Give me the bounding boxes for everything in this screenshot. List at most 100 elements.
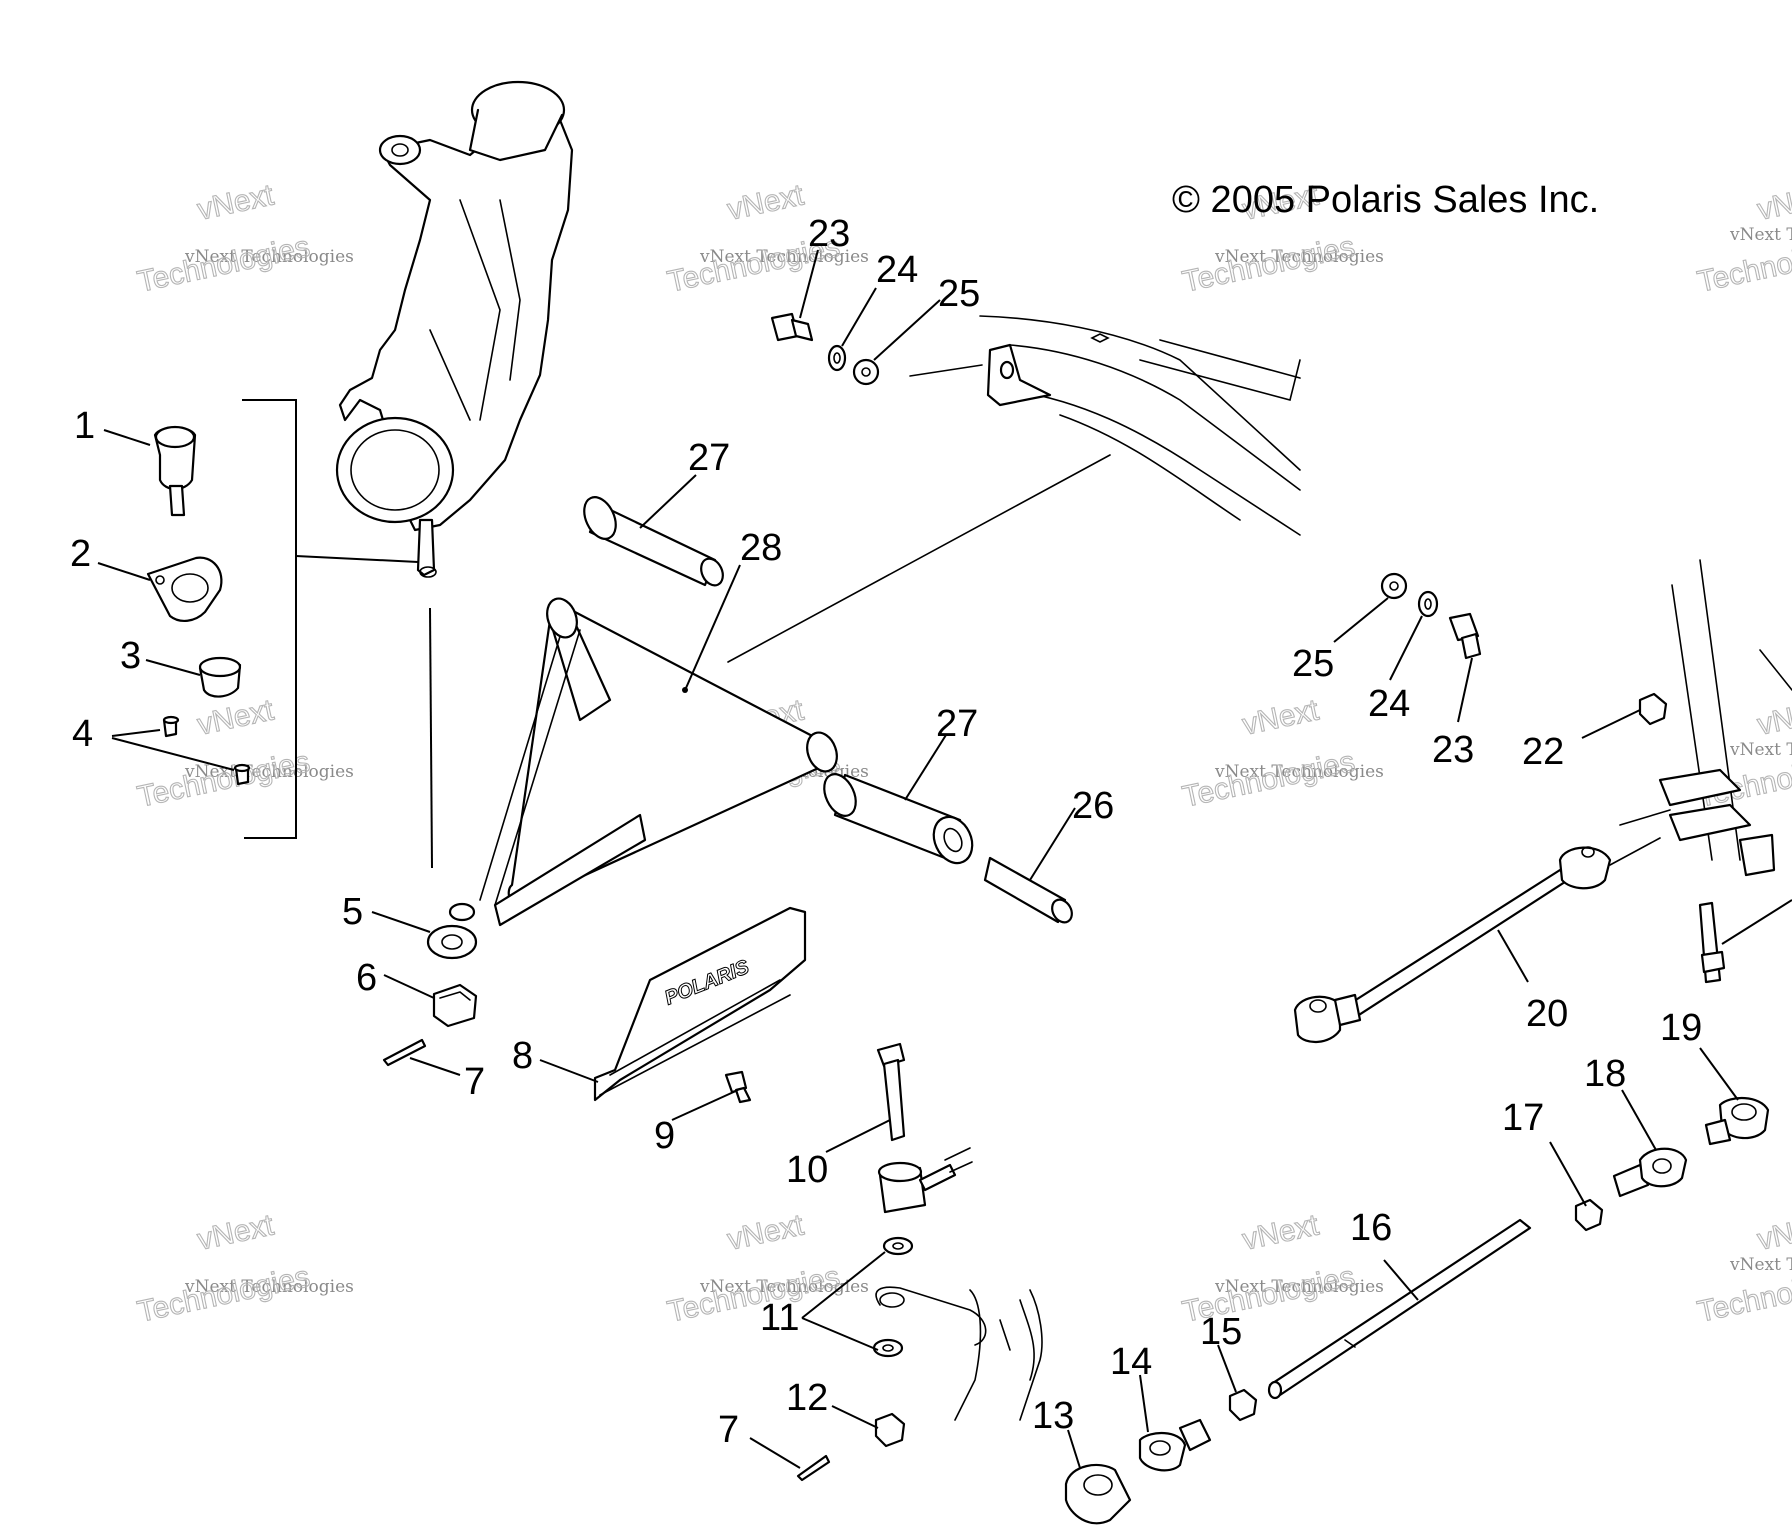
callout-7: 7 — [718, 1409, 739, 1451]
svg-text:Technologies: Technologies — [1180, 230, 1358, 299]
svg-text:vNext: vNext — [195, 693, 278, 741]
rod-end-outer — [1064, 1429, 1132, 1525]
svg-text:vNext Technologies: vNext Technologies — [184, 1277, 354, 1297]
svg-text:vNext Technologies: vNext Technologies — [699, 247, 869, 267]
callout-8: 8 — [512, 1035, 533, 1077]
callout-1: 1 — [74, 405, 95, 447]
callout-23: 23 — [808, 213, 850, 255]
grease-fitting — [111, 715, 251, 786]
svg-text:vNext: vNext — [1240, 1208, 1323, 1256]
svg-text:Technologies: Technologies — [135, 745, 313, 814]
callout-10: 10 — [786, 1149, 828, 1191]
lock-washer — [827, 287, 877, 372]
ball-joint-kit-bracket — [242, 399, 419, 839]
callout-19: 19 — [1660, 1007, 1702, 1049]
svg-text:vNext Technologies: vNext Technologies — [699, 1277, 869, 1297]
tie-rod-assembly — [1293, 837, 1661, 1043]
steering-post — [1619, 559, 1792, 877]
callout-28: 28 — [740, 527, 782, 569]
svg-text:vNext: vNext — [725, 1208, 808, 1256]
watermark: vNext vNext Technologies Technologies — [1694, 1208, 1792, 1329]
retaining-plate — [97, 556, 223, 622]
svg-text:Technologies: Technologies — [1180, 745, 1358, 814]
svg-text:vNext Technologies: vNext Technologies — [1214, 762, 1384, 782]
frame-bolt — [770, 249, 819, 342]
callout-9: 9 — [654, 1115, 675, 1157]
callout-17: 17 — [1502, 1097, 1544, 1139]
callout-12: 12 — [786, 1377, 828, 1419]
dust-boot — [145, 656, 242, 698]
pivot-sleeve — [983, 807, 1076, 924]
washer-pair — [801, 1236, 914, 1358]
svg-text:vNext: vNext — [725, 178, 808, 226]
watermark: vNext vNext Technologies Technologies — [1694, 178, 1792, 299]
callout-15: 15 — [1200, 1311, 1242, 1353]
svg-text:vNext: vNext — [195, 178, 278, 226]
callout-6: 6 — [356, 957, 377, 999]
tie-rod-nut — [1581, 692, 1668, 739]
svg-text:vNext Technologies: vNext Technologies — [1729, 740, 1792, 760]
lock-washer — [1389, 590, 1439, 681]
flat-washer — [1333, 572, 1408, 643]
callout-24: 24 — [876, 249, 918, 291]
shock-bolt — [825, 1042, 906, 1153]
a-arm-guard: POLARIS — [539, 906, 807, 1102]
callout-7: 7 — [464, 1061, 485, 1103]
a-arm — [426, 564, 838, 960]
callout-14: 14 — [1110, 1341, 1152, 1383]
svg-text:vNext Technologies: vNext Technologies — [1214, 247, 1384, 267]
callout-labels: 1 2 3 4 5 6 7 8 9 10 11 12 7 13 14 15 16… — [70, 213, 1702, 1451]
svg-text:vNext Technologies: vNext Technologies — [1729, 225, 1792, 245]
svg-text:vNext: vNext — [1755, 1208, 1792, 1256]
watermark: vNext vNext Technologies Technologies — [134, 693, 354, 814]
svg-text:vNext Technologies: vNext Technologies — [184, 247, 354, 267]
svg-text:Technologies: Technologies — [665, 1260, 843, 1329]
callout-16: 16 — [1350, 1207, 1392, 1249]
rod-end-outer — [1699, 1047, 1770, 1146]
castle-nut — [383, 974, 478, 1028]
jam-nut — [1217, 1344, 1258, 1422]
svg-text:vNext: vNext — [1755, 178, 1792, 226]
jam-nut — [1549, 1141, 1604, 1232]
watermark: vNext vNext Technologies Technologies — [134, 178, 354, 299]
watermark: vNext vNext Technologies Technologies — [134, 1208, 354, 1329]
callout-22: 22 — [1522, 731, 1564, 773]
callout-23: 23 — [1432, 729, 1474, 771]
svg-text:vNext Technologies: vNext Technologies — [1729, 1255, 1792, 1275]
callout-27: 27 — [936, 703, 978, 745]
shock-lower-eye — [877, 1147, 973, 1214]
callout-20: 20 — [1526, 993, 1568, 1035]
frame-bolt — [1448, 612, 1482, 723]
pivot-bushing-upper — [583, 474, 724, 587]
ball-joint — [103, 425, 197, 517]
svg-text:vNext: vNext — [1755, 693, 1792, 741]
callout-2: 2 — [70, 533, 91, 575]
callout-25: 25 — [1292, 643, 1334, 685]
cotter-pin — [382, 1038, 461, 1076]
flat-washer — [852, 299, 941, 386]
callout-11: 11 — [760, 1297, 799, 1339]
svg-text:Technologies: Technologies — [135, 230, 313, 299]
frame-crossmember — [727, 315, 1301, 663]
svg-text:vNext: vNext — [1240, 693, 1323, 741]
callout-13: 13 — [1032, 1395, 1074, 1437]
cotter-pin — [749, 1437, 831, 1482]
callout-27: 27 — [688, 437, 730, 479]
copyright-notice: © 2005 Polaris Sales Inc. — [1172, 179, 1599, 221]
tie-rod — [1267, 1218, 1532, 1400]
lock-nut — [831, 1405, 906, 1448]
callout-4: 4 — [72, 713, 93, 755]
pivot-bushing-lower — [823, 734, 974, 865]
callout-5: 5 — [342, 891, 363, 933]
callout-26: 26 — [1072, 785, 1114, 827]
tie-rod-end — [1612, 1089, 1688, 1198]
callout-18: 18 — [1584, 1053, 1626, 1095]
a-arm-grease-point — [682, 687, 688, 693]
svg-text:Technologies: Technologies — [135, 1260, 313, 1329]
steering-bolt — [1698, 899, 1792, 984]
callout-24: 24 — [1368, 683, 1410, 725]
watermark: vNext vNext Technologies Technologies — [1179, 693, 1384, 814]
tie-rod-end — [1138, 1374, 1212, 1472]
steering-knuckle — [335, 80, 574, 869]
